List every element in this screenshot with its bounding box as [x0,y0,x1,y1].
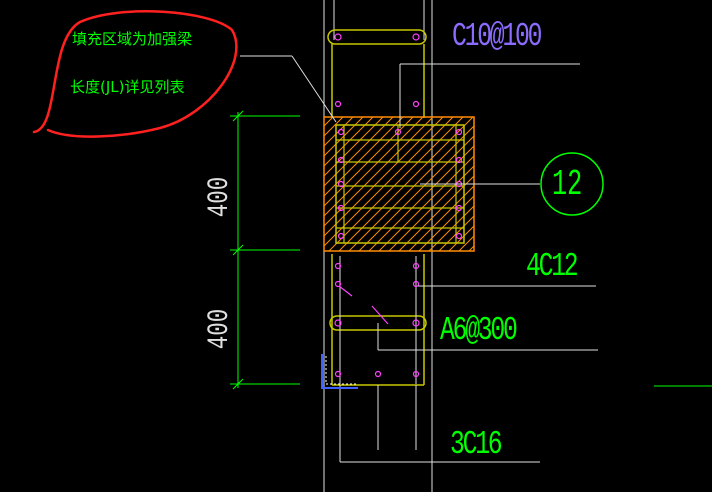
dimension-lines [230,110,712,390]
upper-dimension-text: 400 [203,176,237,218]
bottom-bar-leaders [339,385,540,463]
leader-lines [240,55,598,351]
tie-spacing-label: A6@300 [440,312,518,349]
annotation-line-2: 长度(JL)详见列表 [70,78,185,96]
lower-dimension-text: 400 [203,308,237,350]
upper-stirrup [327,29,427,118]
annotation-line-1: 填充区域为加强梁 [72,30,193,48]
red-markup-outline [32,10,238,138]
lower-stirrups [329,254,427,386]
main-bars-label: 4C12 [526,248,579,285]
bottom-bars-label: 3C16 [450,426,503,463]
stirrup-spacing-label: C10@100 [452,18,542,55]
corner-marker [321,354,358,389]
section-marker-circle[interactable] [540,152,604,216]
section-number-label[interactable]: 12 [552,164,583,205]
